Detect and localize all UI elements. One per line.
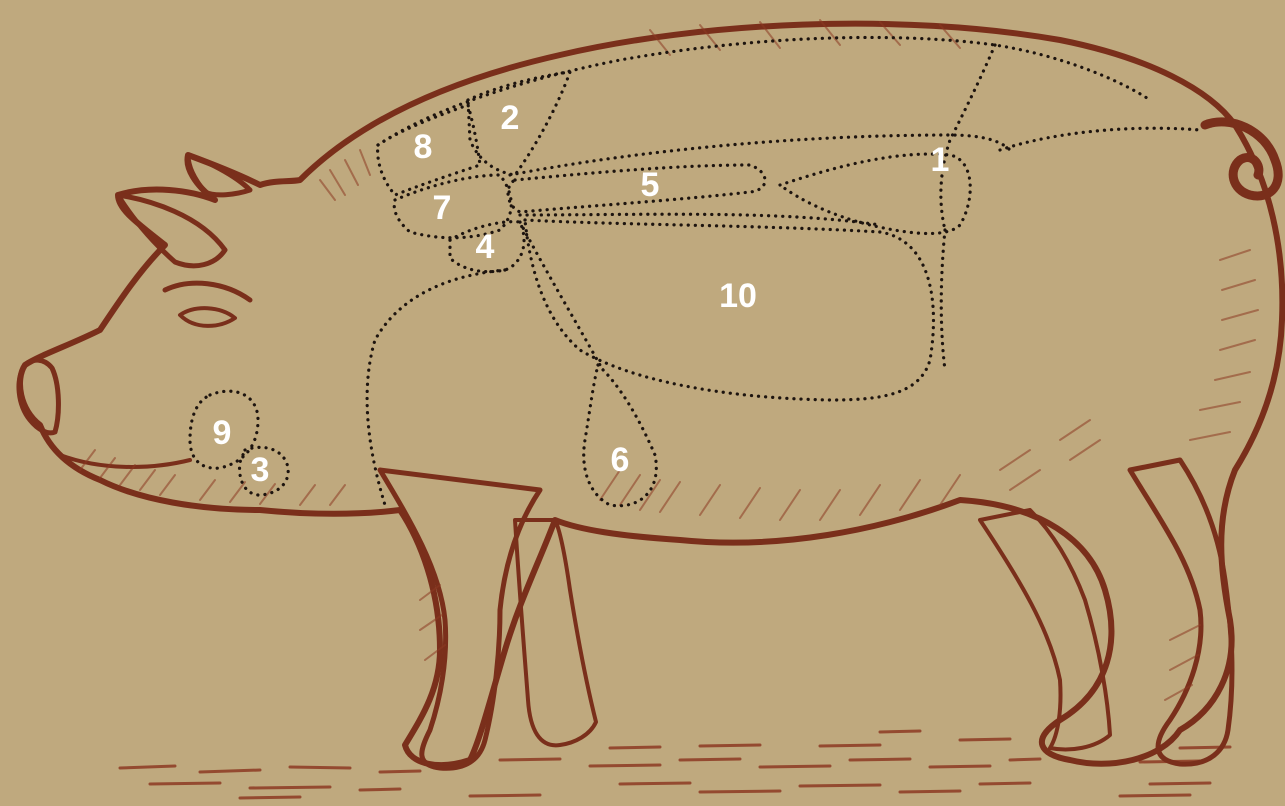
cut-label-9: 9 bbox=[213, 414, 232, 452]
ground-hatching bbox=[120, 731, 1230, 798]
cut-label-7: 7 bbox=[433, 189, 452, 227]
cut-boundaries bbox=[190, 37, 1200, 505]
cut-outline-5 bbox=[508, 165, 765, 212]
eye bbox=[180, 308, 235, 326]
pig-body bbox=[19, 24, 1282, 769]
cut-label-6: 6 bbox=[611, 441, 630, 479]
ear-left bbox=[118, 195, 225, 266]
cut-label-10: 10 bbox=[719, 277, 757, 315]
cut-label-3: 3 bbox=[251, 451, 270, 489]
far-hind-leg bbox=[980, 510, 1110, 749]
mouth bbox=[60, 455, 190, 467]
cut-outline-6 bbox=[584, 365, 657, 506]
cut-label-2: 2 bbox=[501, 99, 520, 137]
body-hatching bbox=[80, 20, 1258, 700]
brow bbox=[165, 283, 250, 300]
cut-label-5: 5 bbox=[641, 166, 660, 204]
cut-label-1: 1 bbox=[931, 141, 950, 179]
far-front-leg bbox=[515, 520, 596, 745]
near-hind-leg bbox=[1130, 460, 1232, 764]
cut-label-8: 8 bbox=[414, 128, 433, 166]
cut-label-4: 4 bbox=[476, 228, 495, 266]
